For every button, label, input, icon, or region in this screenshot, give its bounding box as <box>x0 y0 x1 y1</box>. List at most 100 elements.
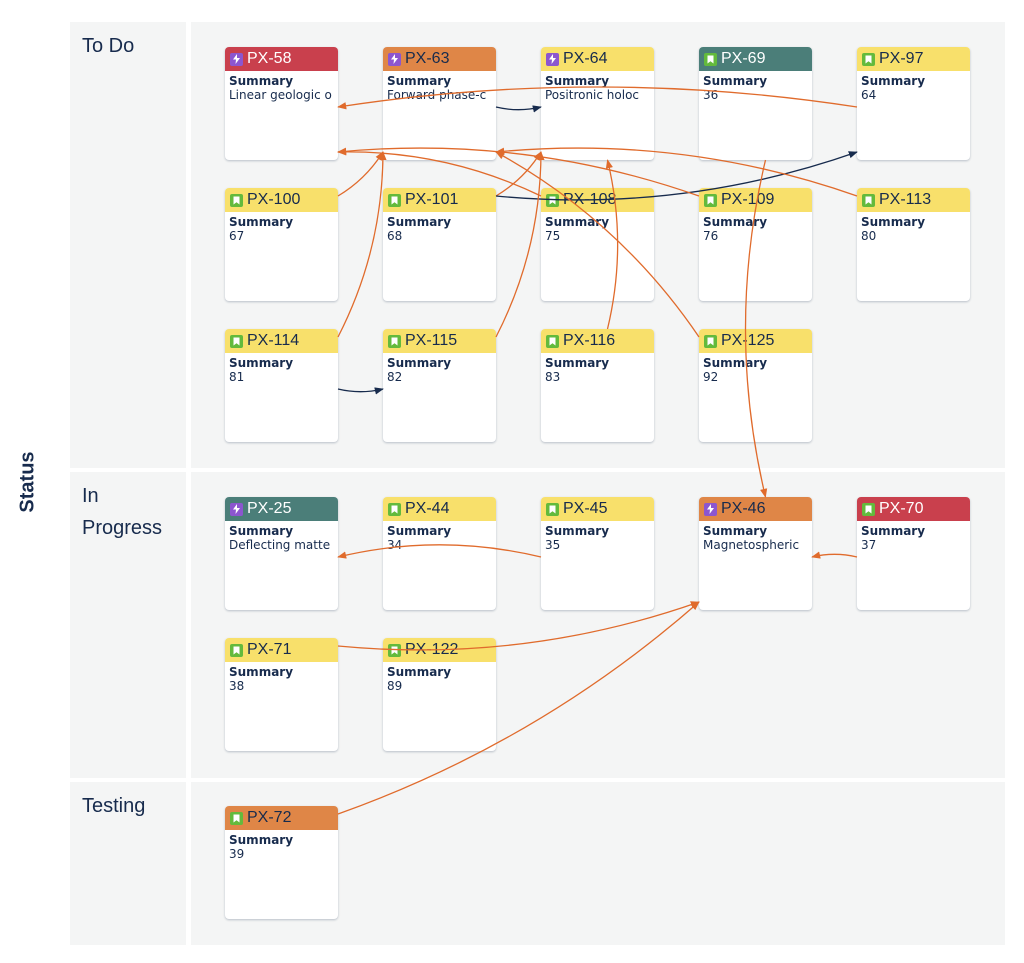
axis-title: Status <box>16 451 39 513</box>
summary-value: 34 <box>387 538 403 552</box>
story-icon <box>546 502 559 516</box>
issue-key[interactable]: PX-125 <box>721 332 775 349</box>
lane-title: Testing <box>82 795 146 817</box>
summary-label: Summary <box>387 665 452 679</box>
story-icon <box>862 193 875 207</box>
issue-key[interactable]: PX-109 <box>721 191 775 208</box>
summary-value: Positronic holoc <box>545 88 640 102</box>
issue-key[interactable]: PX-113 <box>879 191 932 208</box>
issue-key[interactable]: PX-44 <box>405 500 450 517</box>
story-icon <box>230 643 243 657</box>
summary-value: 81 <box>229 370 245 384</box>
story-icon <box>862 52 875 66</box>
card-header: PX-44 <box>383 497 496 521</box>
card-header: PX-109 <box>699 188 812 212</box>
subtask-icon <box>230 52 243 66</box>
summary-value: 89 <box>387 679 403 693</box>
subtask-icon <box>230 502 243 516</box>
issue-key[interactable]: PX-72 <box>247 809 292 826</box>
issue-key[interactable]: PX-64 <box>563 50 608 67</box>
issue-key[interactable]: PX-25 <box>247 500 292 517</box>
story-icon <box>546 334 559 348</box>
lane-title: In Progress <box>82 485 163 539</box>
summary-label: Summary <box>387 215 452 229</box>
summary-value: 82 <box>387 370 403 384</box>
story-icon <box>546 193 559 207</box>
issue-key[interactable]: PX-58 <box>247 50 292 67</box>
issue-key[interactable]: PX-71 <box>247 641 292 658</box>
issue-key[interactable]: PX-97 <box>879 50 924 67</box>
story-icon <box>230 193 243 207</box>
issue-key[interactable]: PX-116 <box>563 332 616 349</box>
summary-label: Summary <box>545 215 610 229</box>
card-header: PX-113 <box>857 188 970 212</box>
story-icon <box>704 334 717 348</box>
issue-key[interactable]: PX-63 <box>405 50 450 67</box>
story-icon <box>388 502 401 516</box>
issue-key[interactable]: PX-70 <box>879 500 924 517</box>
summary-label: Summary <box>229 524 294 538</box>
issue-key[interactable]: PX-69 <box>721 50 766 67</box>
card-header: PX-58 <box>225 47 338 71</box>
issue-key[interactable]: PX-100 <box>247 191 301 208</box>
subtask-icon <box>704 502 717 516</box>
summary-label: Summary <box>229 215 294 229</box>
issue-key[interactable]: PX-45 <box>563 500 608 517</box>
card-header: PX-46 <box>699 497 812 521</box>
issue-key[interactable]: PX-122 <box>405 641 459 658</box>
story-icon <box>388 334 401 348</box>
summary-value: 35 <box>545 538 561 552</box>
story-icon <box>230 334 243 348</box>
summary-label: Summary <box>229 833 294 847</box>
summary-value: 67 <box>229 229 245 243</box>
issue-key[interactable]: PX-108 <box>563 191 617 208</box>
summary-value: 36 <box>703 88 719 102</box>
summary-value: 68 <box>387 229 403 243</box>
subtask-icon <box>388 52 401 66</box>
card-header: PX-64 <box>541 47 654 71</box>
summary-value: 83 <box>545 370 561 384</box>
summary-value: 64 <box>861 88 877 102</box>
issue-key[interactable]: PX-101 <box>405 191 459 208</box>
card-header: PX-70 <box>857 497 970 521</box>
lane-label: To Do <box>70 22 186 468</box>
issue-key[interactable]: PX-115 <box>405 332 458 349</box>
lane-label: Testing <box>70 782 186 945</box>
summary-label: Summary <box>703 356 768 370</box>
card-header: PX-122 <box>383 638 496 662</box>
summary-value: 76 <box>703 229 719 243</box>
card-header: PX-71 <box>225 638 338 662</box>
summary-label: Summary <box>545 524 610 538</box>
summary-label: Summary <box>229 356 294 370</box>
issue-key[interactable]: PX-46 <box>721 500 766 517</box>
summary-value: 39 <box>229 847 245 861</box>
card-header: PX-125 <box>699 329 812 353</box>
story-icon <box>862 502 875 516</box>
summary-value: Deflecting matte <box>229 538 331 552</box>
summary-label: Summary <box>545 356 610 370</box>
story-icon <box>388 193 401 207</box>
issue-key[interactable]: PX-114 <box>247 332 300 349</box>
